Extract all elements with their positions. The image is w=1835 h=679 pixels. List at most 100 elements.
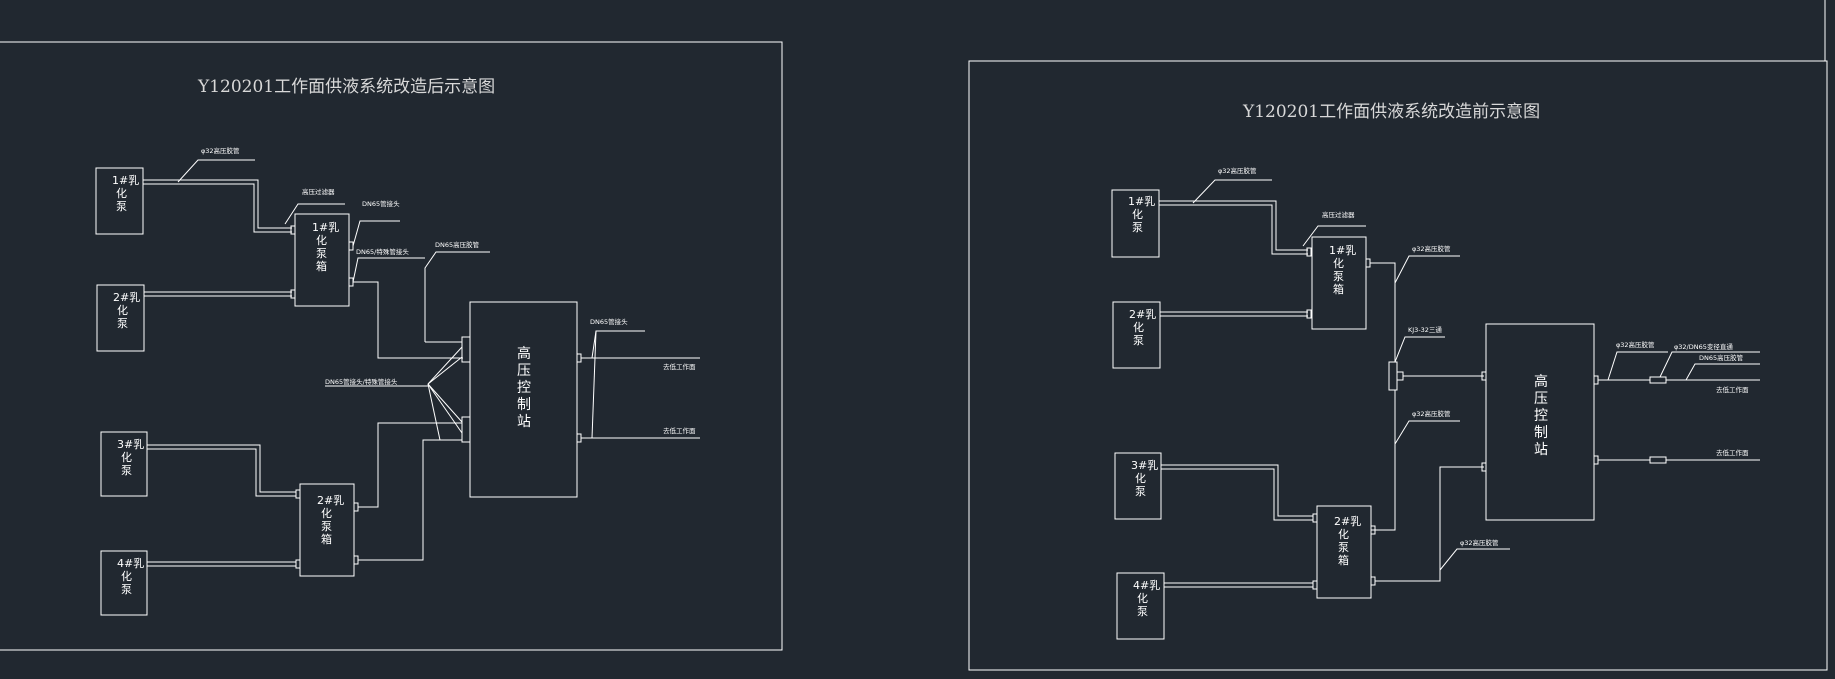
b-out-2-label: 去低工作面 xyxy=(1716,448,1749,457)
b-label-hose32-c: φ32高压胶管 xyxy=(1412,409,1451,418)
conn-t1-out1 xyxy=(348,241,354,251)
b-tank-1-box xyxy=(1311,236,1367,330)
b-pipe-p3-t2-b xyxy=(1161,468,1313,521)
station-inlet-lower xyxy=(461,416,471,443)
b-leader-kj xyxy=(1394,336,1445,363)
b-pipe-p3-t2-a xyxy=(1161,464,1313,517)
pipe-t2-station-b xyxy=(358,439,462,561)
b-pump-1-box xyxy=(1111,189,1160,258)
b-station-box xyxy=(1485,323,1595,521)
conn-t1-in2 xyxy=(290,289,296,299)
b-conn-t1-out xyxy=(1365,258,1371,268)
b-leader-dn65-hose xyxy=(1685,363,1760,381)
tank-2-label: 2#乳化泵箱 xyxy=(317,494,344,546)
leader-conv-4 xyxy=(427,383,463,434)
tank-1-box xyxy=(294,213,350,307)
b-label-dn65-hose: DN65高压胶管 xyxy=(1699,353,1744,362)
pump-3-box xyxy=(100,431,148,497)
b-station-outlet-2 xyxy=(1593,455,1599,465)
leader-filter xyxy=(284,203,345,225)
pump-1-box xyxy=(95,167,144,235)
leader-dn65-out-2 xyxy=(591,330,597,439)
label-dn65-joint-out: DN65管接头 xyxy=(590,317,628,326)
b-pump-4-label: 4#乳化泵 xyxy=(1133,579,1160,618)
drawing-after: Y120201工作面供液系统改造后示意图 1#乳化泵 2#乳化泵 3#乳化泵 4… xyxy=(0,41,783,651)
pipe-p1-t1-b xyxy=(143,183,292,233)
leader-dn65-special xyxy=(352,257,425,283)
b-pipe-tee-t2 xyxy=(1371,390,1396,531)
conn-t2-in2 xyxy=(295,559,301,569)
b-pump-1-label: 1#乳化泵 xyxy=(1128,195,1155,234)
b-conn-t2-out2 xyxy=(1370,576,1376,586)
leader-conv-2 xyxy=(427,356,463,385)
pump-3-label: 3#乳化泵 xyxy=(117,438,144,477)
b-tee-stub xyxy=(1396,371,1404,381)
b-pump-4-box xyxy=(1116,572,1165,640)
leader-dn65-out xyxy=(591,330,645,359)
b-label-reducer: φ32/DN65变径直通 xyxy=(1674,342,1733,351)
b-tee-kj xyxy=(1388,361,1398,391)
tank-1-label: 1#乳化泵箱 xyxy=(312,221,339,273)
pump-4-box xyxy=(100,550,148,616)
b-label-hose32-a: φ32高压胶管 xyxy=(1218,166,1257,175)
b-leader-hose32-b xyxy=(1394,255,1460,284)
tank-2-box xyxy=(299,483,355,577)
b-leader-hose32-a xyxy=(1192,179,1272,204)
b-pump-2-box xyxy=(1112,301,1161,369)
leader-hose32 xyxy=(177,159,255,183)
b-leader-reducer xyxy=(1659,351,1760,378)
conn-t2-in1 xyxy=(295,489,301,499)
b-label-hose32-e: φ32高压胶管 xyxy=(1616,340,1655,349)
leader-dn65-joint xyxy=(352,220,400,247)
label-dn65-hose: DN65高压胶管 xyxy=(435,240,480,249)
b-label-hose32-b: φ32高压胶管 xyxy=(1412,244,1451,253)
label-hose32: φ32高压胶管 xyxy=(201,146,240,155)
out-2-label: 去低工作面 xyxy=(663,426,696,435)
b-label-filter: 高压过滤器 xyxy=(1322,210,1355,219)
b-filter-1 xyxy=(1306,247,1312,257)
pump-1-l1: 1#乳 xyxy=(112,174,139,187)
b-label-kj: KJ3-32三通 xyxy=(1408,325,1442,334)
station-inlet-upper xyxy=(461,336,471,363)
pump-1-label: 1#乳化泵 xyxy=(112,174,139,213)
out-1-label: 去低工作面 xyxy=(663,362,696,371)
frame-before xyxy=(968,60,1828,671)
leader-conv-5 xyxy=(427,383,441,441)
b-pump-3-label: 3#乳化泵 xyxy=(1131,459,1158,498)
pipe-p3-t2-a xyxy=(147,444,296,493)
b-pump-2-label: 2#乳化泵 xyxy=(1129,308,1156,347)
b-leader-hose32-d xyxy=(1439,548,1510,571)
filter-1 xyxy=(290,225,296,235)
pipe-p3-t2-b xyxy=(147,448,296,497)
b-pipe-p1-t1-b xyxy=(1159,204,1308,255)
b-tank-2-box xyxy=(1316,505,1372,599)
frame-after xyxy=(0,41,783,651)
b-leader-hose32-e xyxy=(1607,351,1668,381)
station-outlet-1 xyxy=(576,353,582,363)
label-dn65-joint-special: DN65管接头/特殊管接头 xyxy=(325,377,398,386)
b-pipe-t2-station xyxy=(1375,466,1484,582)
label-dn65-joint: DN65管接头 xyxy=(362,199,400,208)
pipe-t1-station xyxy=(353,281,463,359)
b-tank-2-label: 2#乳化泵箱 xyxy=(1334,515,1361,567)
title-before: Y120201工作面供液系统改造前示意图 xyxy=(1242,102,1540,122)
b-leader-filter xyxy=(1302,225,1366,247)
conn-t2-out1 xyxy=(353,502,359,512)
leader-conv-1 xyxy=(427,346,463,385)
b-pipe-t1-tee xyxy=(1370,262,1396,362)
conn-t2-out2 xyxy=(353,555,359,565)
b-conn-t2-in1 xyxy=(1312,513,1318,523)
station-box xyxy=(469,301,578,498)
pump-4-label: 4#乳化泵 xyxy=(117,557,144,596)
station-outlet-2 xyxy=(576,433,582,443)
pipe-t2-station-a xyxy=(358,422,462,508)
b-label-hose32-d: φ32高压胶管 xyxy=(1460,538,1499,547)
label-filter: 高压过滤器 xyxy=(302,187,335,196)
station-label: 高压控制站 xyxy=(517,345,531,430)
title-after: Y120201工作面供液系统改造后示意图 xyxy=(197,77,495,97)
conn-t1-out2 xyxy=(348,277,354,287)
b-station-inlet-1 xyxy=(1481,371,1487,381)
b-out-1-label: 去低工作面 xyxy=(1716,385,1749,394)
